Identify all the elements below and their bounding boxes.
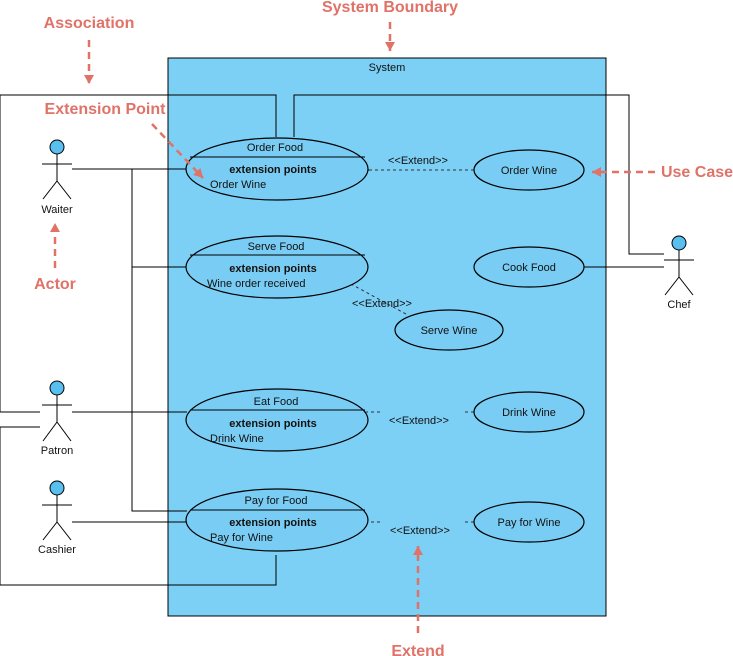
- extension-points-heading: extension points: [229, 263, 316, 275]
- use-case-name: Eat Food: [254, 396, 299, 408]
- use-case-name: Pay for Food: [245, 495, 308, 507]
- callout-use-case: Use Case: [661, 164, 733, 181]
- use-case-order-food[interactable]: Order Food extension points Order Wine: [185, 137, 369, 201]
- actor-label: Chef: [667, 299, 691, 311]
- use-case-eat-food[interactable]: Eat Food extension points Drink Wine: [185, 388, 369, 452]
- extend-serve-wine[interactable]: [351, 284, 407, 315]
- use-case-serve-wine[interactable]: Serve Wine: [394, 309, 504, 351]
- use-case-name: Cook Food: [502, 262, 556, 274]
- extend-label-drink-wine: <<Extend>>: [389, 415, 449, 427]
- callout-actor: Actor: [34, 276, 76, 293]
- extend-label-order-wine: <<Extend>>: [388, 155, 448, 167]
- extension-point-value: Pay for Wine: [210, 532, 273, 544]
- extension-points-heading: extension points: [229, 418, 316, 430]
- callout-system-boundary: System Boundary: [322, 0, 458, 16]
- extension-points-heading: extension points: [229, 164, 316, 176]
- callout-extension-point-arrow: [151, 123, 204, 179]
- actor-head: [671, 235, 687, 251]
- actor-cashier[interactable]: Cashier: [38, 480, 76, 556]
- assoc-patron-pay-food[interactable]: [0, 426, 277, 586]
- use-case-serve-food[interactable]: Serve Food extension points Wine order r…: [185, 235, 369, 299]
- extend-label-pay-wine: <<Extend>>: [390, 525, 450, 537]
- annotations: Association System Boundary Extension Po…: [34, 0, 733, 656]
- extend-label-serve-wine: <<Extend>>: [352, 298, 412, 310]
- actor-head: [49, 480, 65, 496]
- use-case-cook-food[interactable]: Cook Food: [473, 246, 585, 288]
- system-title: System: [369, 62, 406, 74]
- actor-head: [49, 380, 65, 396]
- actor-chef[interactable]: Chef: [664, 235, 694, 311]
- use-case-drink-wine[interactable]: Drink Wine: [473, 391, 585, 433]
- use-case-name: Drink Wine: [502, 407, 556, 419]
- actor-label: Cashier: [38, 544, 76, 556]
- use-case-name: Serve Wine: [421, 325, 478, 337]
- actor-head: [49, 139, 65, 155]
- extend-dependencies: <<Extend>> <<Extend>> <<Extend>> <<Exten…: [351, 155, 474, 537]
- use-case-order-wine[interactable]: Order Wine: [473, 149, 585, 191]
- actor-label: Waiter: [41, 204, 73, 216]
- use-case-pay-for-wine[interactable]: Pay for Wine: [473, 501, 585, 543]
- extension-point-value: Order Wine: [210, 179, 266, 191]
- use-case-name: Order Food: [247, 142, 303, 154]
- assoc-chef-order-food[interactable]: [293, 94, 664, 255]
- actor-label: Patron: [41, 445, 73, 457]
- callout-extension-point: Extension Point: [45, 101, 167, 118]
- assoc-waiter-pay-food[interactable]: [131, 267, 187, 512]
- use-case-name: Order Wine: [501, 165, 557, 177]
- assoc-patron-order-food[interactable]: [0, 94, 277, 413]
- associations: [0, 94, 664, 586]
- use-case-name: Serve Food: [248, 241, 305, 253]
- actor-patron[interactable]: Patron: [41, 380, 73, 457]
- use-case-pay-for-food[interactable]: Pay for Food extension points Pay for Wi…: [185, 488, 369, 552]
- extension-point-value: Wine order received: [207, 278, 305, 290]
- actor-waiter[interactable]: Waiter: [41, 139, 73, 216]
- callout-extend: Extend: [391, 643, 444, 656]
- use-case-name: Pay for Wine: [498, 517, 561, 529]
- extension-point-value: Drink Wine: [210, 433, 264, 445]
- extension-points-heading: extension points: [229, 517, 316, 529]
- assoc-waiter-serve-food[interactable]: [72, 168, 187, 268]
- callout-association: Association: [44, 15, 135, 32]
